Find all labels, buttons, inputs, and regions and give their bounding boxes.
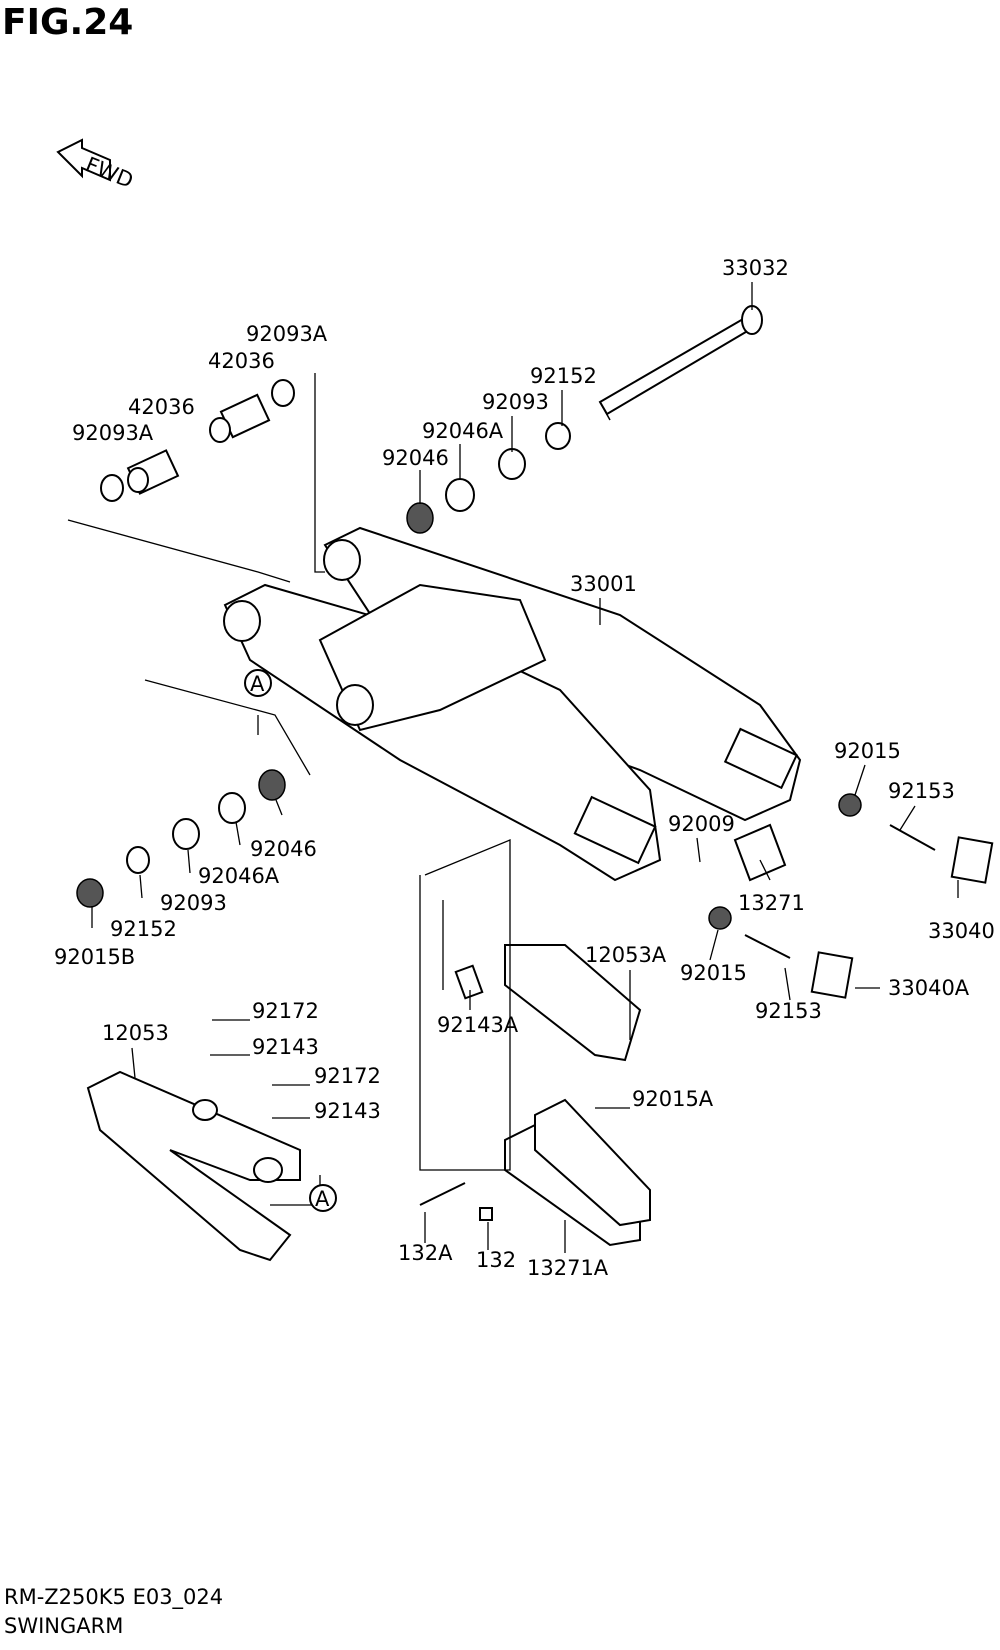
callout-label: 92093A xyxy=(246,322,328,346)
pivot-shaft-icon xyxy=(598,305,763,421)
section-mark-label-lower: A xyxy=(315,1187,330,1211)
fwd-arrow-label: FWD xyxy=(82,152,136,193)
figure-number: FIG.24 xyxy=(2,2,134,43)
chain-adjusters-icon xyxy=(708,793,994,999)
section-name: SWINGARM xyxy=(4,1614,124,1638)
callout-label: 12053 xyxy=(102,1021,169,1045)
lower-pivot-bearings-icon xyxy=(76,769,286,908)
callout-label: 92046 xyxy=(250,837,317,861)
leader-lines xyxy=(67,282,959,1253)
callout-label: 92015 xyxy=(834,739,901,763)
callout-label: 12053A xyxy=(585,943,667,967)
callout-label: 92046A xyxy=(422,419,504,443)
callout-label: 132A xyxy=(398,1241,453,1265)
callout-label: 92009 xyxy=(668,812,735,836)
callout-label: 132 xyxy=(476,1248,516,1272)
callout-label: 92093 xyxy=(482,390,549,414)
callout-label: 92172 xyxy=(252,999,319,1023)
callout-label: 92015B xyxy=(54,945,135,969)
callout-labels: 33032 92093A 42036 42036 92093A 92152 92… xyxy=(54,256,995,1280)
upper-pivot-bushings-icon xyxy=(100,379,571,534)
chain-slider-icon xyxy=(86,1070,301,1262)
callout-label: 92015A xyxy=(632,1087,714,1111)
section-mark-lower: A xyxy=(309,1184,337,1212)
callout-label: 92143 xyxy=(252,1035,319,1059)
callout-label: 92046A xyxy=(198,864,280,888)
callout-label: 92152 xyxy=(530,364,597,388)
callout-label: 42036 xyxy=(208,349,275,373)
swingarm-body-icon xyxy=(223,526,802,882)
callout-label: 92143A xyxy=(437,1013,519,1037)
callout-label: 33040A xyxy=(888,976,970,1000)
callout-label: 13271A xyxy=(527,1256,609,1280)
section-mark-label-upper: A xyxy=(250,672,265,696)
callout-label: 33040 xyxy=(928,919,995,943)
section-mark-upper: A xyxy=(244,669,272,697)
callout-label: 92093 xyxy=(160,891,227,915)
chain-guide-icon xyxy=(454,944,642,1062)
fwd-arrow-icon: FWD xyxy=(56,138,137,193)
callout-label: 92152 xyxy=(110,917,177,941)
model-code: RM-Z250K5 E03_024 xyxy=(4,1585,224,1609)
lower-chain-guide-icon xyxy=(419,1098,651,1247)
callout-label: 92093A xyxy=(72,421,154,445)
callout-label: 92172 xyxy=(314,1064,381,1088)
callout-label: 13271 xyxy=(738,891,805,915)
callout-label: 92015 xyxy=(680,961,747,985)
callout-label: 92153 xyxy=(755,999,822,1023)
callout-label: 33001 xyxy=(570,572,637,596)
callout-label: 92143 xyxy=(314,1099,381,1123)
callout-label: 92046 xyxy=(382,446,449,470)
callout-label: 33032 xyxy=(722,256,789,280)
callout-label: 42036 xyxy=(128,395,195,419)
callout-label: 92153 xyxy=(888,779,955,803)
